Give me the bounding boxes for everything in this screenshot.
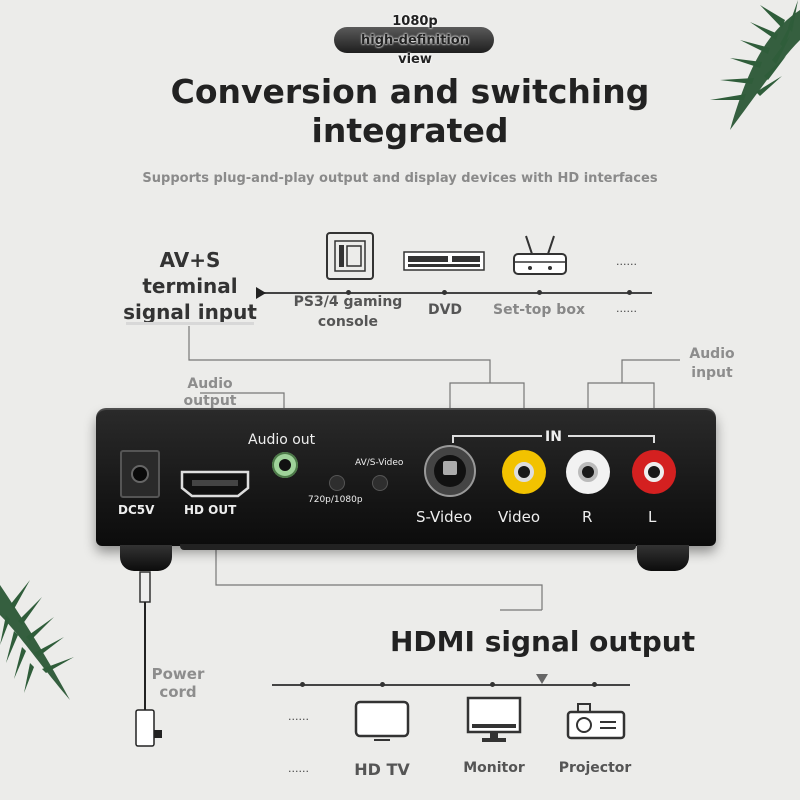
output-ellipsis-top: ...... — [288, 710, 309, 723]
power-cord — [135, 571, 162, 747]
in-label: IN — [545, 429, 562, 445]
power-cord-label-line1: Power — [151, 665, 205, 683]
output-label-projector: Projector — [558, 760, 632, 776]
input-device-label-console: PS3/4 gaming console — [288, 292, 408, 332]
resolution-toggle-label: 720p/1080p — [308, 495, 363, 505]
input-toggle-label: AV/S-Video — [355, 458, 404, 468]
audio-out-jack[interactable] — [272, 452, 298, 478]
rca-port-hole — [644, 462, 664, 482]
output-label-hd-tv: HD TV — [354, 760, 410, 779]
device-base-shadow — [180, 544, 636, 550]
page-subtitle: Supports plug-and-play output and displa… — [142, 171, 658, 186]
dc-label: DC5V — [118, 503, 155, 517]
output-timeline — [272, 684, 630, 686]
input-ellipsis-bottom: ...... — [616, 302, 637, 315]
input-toggle-button[interactable] — [372, 475, 388, 491]
timeline-dot — [442, 290, 447, 295]
audio-output-callout-line2: output — [183, 393, 237, 409]
audio-input-callout-line1: Audio — [689, 346, 735, 362]
dvd-player-icon — [403, 251, 485, 271]
palm-leaf-top-right — [710, 0, 800, 130]
timeline-dot — [490, 682, 495, 687]
resolution-badge — [334, 27, 494, 53]
device-foot — [637, 545, 689, 571]
rca-port-hole — [514, 462, 534, 482]
input-ellipsis-top: ...... — [616, 255, 637, 268]
timeline-dot — [300, 682, 305, 687]
timeline-dot — [380, 682, 385, 687]
set-top-box-icon — [513, 235, 567, 275]
timeline-dot — [537, 290, 542, 295]
hd-out-label: HD OUT — [184, 503, 237, 517]
dc-port-hole — [131, 465, 149, 483]
resolution-toggle-button[interactable] — [329, 475, 345, 491]
in-bracket — [452, 435, 655, 443]
timeline-dot — [627, 290, 632, 295]
output-ellipsis-bottom: ...... — [288, 762, 309, 775]
port-label-r: R — [582, 508, 593, 526]
projector-icon — [566, 703, 626, 740]
page-title: Conversion and switching integrated — [100, 72, 720, 150]
audio-input-callout-line2: input — [691, 365, 733, 381]
monitor-icon — [466, 696, 522, 742]
timeline-dot — [346, 290, 351, 295]
port-label-l: L — [648, 508, 657, 526]
av-s-input-label-line2: terminal — [142, 274, 238, 298]
audio-out-label: Audio out — [248, 432, 316, 448]
power-cord-label: Power cord — [140, 665, 216, 701]
output-label-monitor: Monitor — [463, 760, 525, 776]
rca-port-hole — [578, 462, 598, 482]
audio-l-rca-port[interactable] — [632, 450, 676, 494]
tv-icon — [354, 700, 410, 741]
audio-r-rca-port[interactable] — [566, 450, 610, 494]
timeline-dot — [592, 682, 597, 687]
av-s-input-label: AV+S terminal signal input — [120, 247, 260, 325]
device-foot — [120, 545, 172, 571]
audio-input-callout: Audio input — [674, 345, 750, 383]
input-device-label-set-top-box: Set-top box — [493, 302, 585, 318]
av-s-input-label-line3: signal input — [123, 300, 257, 324]
s-video-pins — [443, 461, 457, 475]
page-title-line1: Conversion and switching — [170, 72, 650, 111]
gaming-console-icon — [326, 232, 374, 280]
console-label-line2: console — [317, 314, 379, 330]
audio-jack-hole — [279, 459, 291, 471]
palm-leaf-bottom-left — [0, 580, 74, 700]
video-rca-port[interactable] — [502, 450, 546, 494]
power-cord-label-line2: cord — [159, 683, 197, 701]
port-label-s-video: S-Video — [416, 508, 473, 526]
input-label-underline — [126, 322, 254, 325]
audio-output-callout: Audio output — [168, 376, 252, 410]
av-s-input-label-line1: AV+S — [159, 248, 221, 272]
s-video-port[interactable] — [424, 445, 476, 497]
hdmi-port[interactable] — [180, 470, 250, 498]
audio-output-callout-line1: Audio — [187, 376, 233, 392]
input-device-label-dvd: DVD — [427, 302, 463, 318]
resolution-badge-text: 1080p high-definition view — [361, 14, 469, 67]
page-title-line2: integrated — [311, 111, 509, 150]
console-label-line1: PS3/4 gaming — [293, 294, 403, 310]
dc-power-port[interactable] — [120, 450, 160, 498]
hdmi-output-label: HDMI signal output — [390, 625, 696, 658]
timeline-arrow-icon — [256, 287, 266, 299]
output-marker-icon — [536, 674, 548, 684]
input-timeline — [262, 292, 652, 294]
port-label-video: Video — [498, 508, 541, 526]
